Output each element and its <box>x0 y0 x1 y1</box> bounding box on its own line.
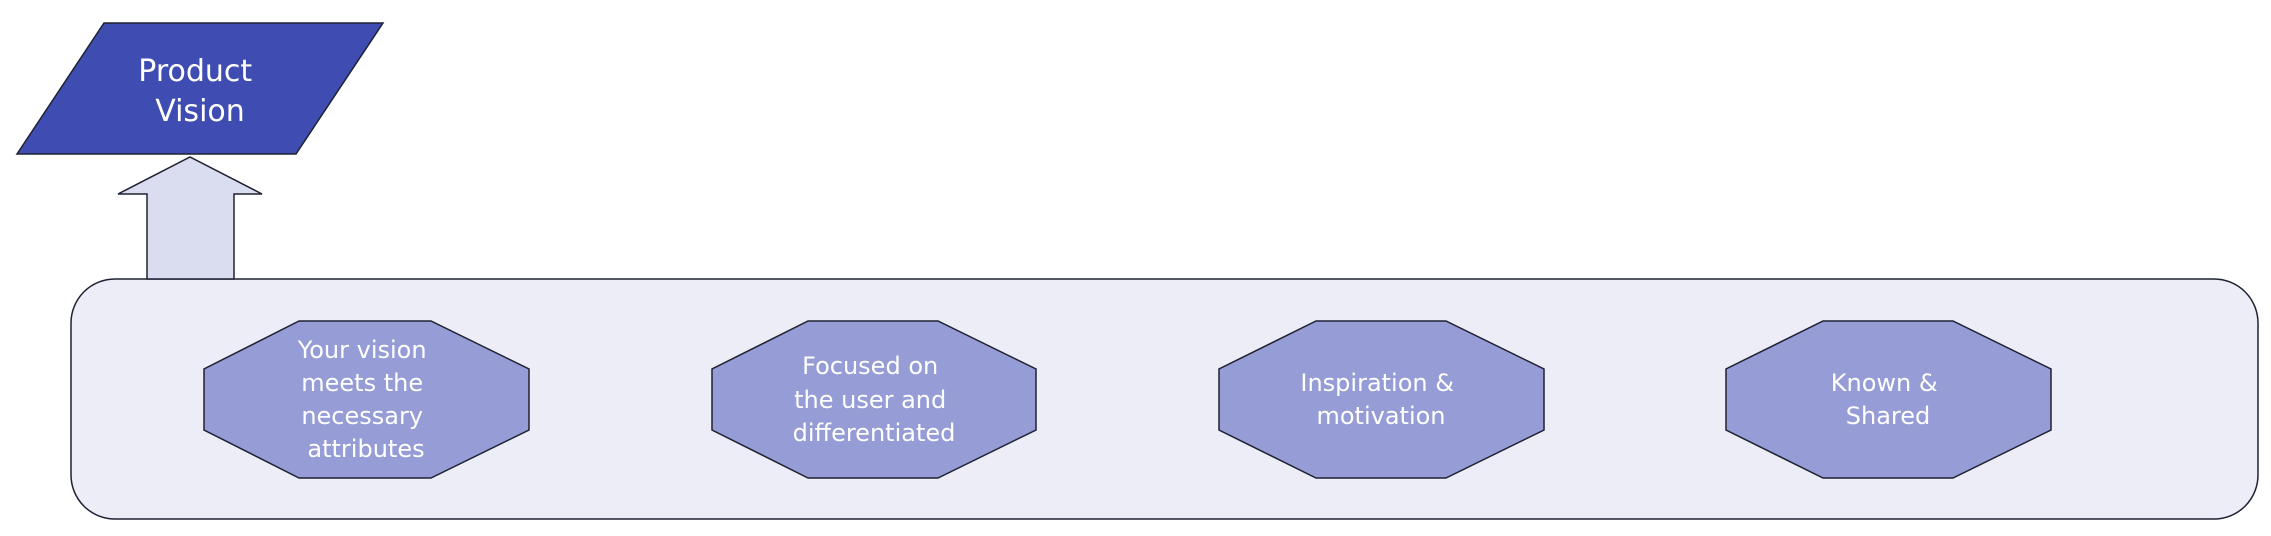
attribute-octagon: Focused on the user and differentiated <box>711 320 1037 479</box>
octagon-shape <box>203 320 530 479</box>
attribute-label: Known & Shared <box>1831 369 1945 430</box>
attribute-octagon: Your vision meets the necessary attribut… <box>203 320 530 479</box>
up-arrow <box>117 156 263 280</box>
attribute-label: Your vision meets the necessary attribut… <box>297 336 434 463</box>
attribute-label: Focused on the user and differentiated <box>793 352 956 447</box>
product-vision-shape <box>15 22 385 155</box>
octagon-shape <box>711 320 1037 479</box>
octagon-shape <box>1218 320 1545 479</box>
attribute-octagon: Known & Shared <box>1725 320 2052 479</box>
attribute-label: Inspiration & motivation <box>1300 369 1461 430</box>
attributes-container <box>70 278 2259 520</box>
attribute-octagon: Inspiration & motivation <box>1218 320 1545 479</box>
product-vision-label: Product Vision <box>138 54 261 129</box>
octagon-shape <box>1725 320 2052 479</box>
